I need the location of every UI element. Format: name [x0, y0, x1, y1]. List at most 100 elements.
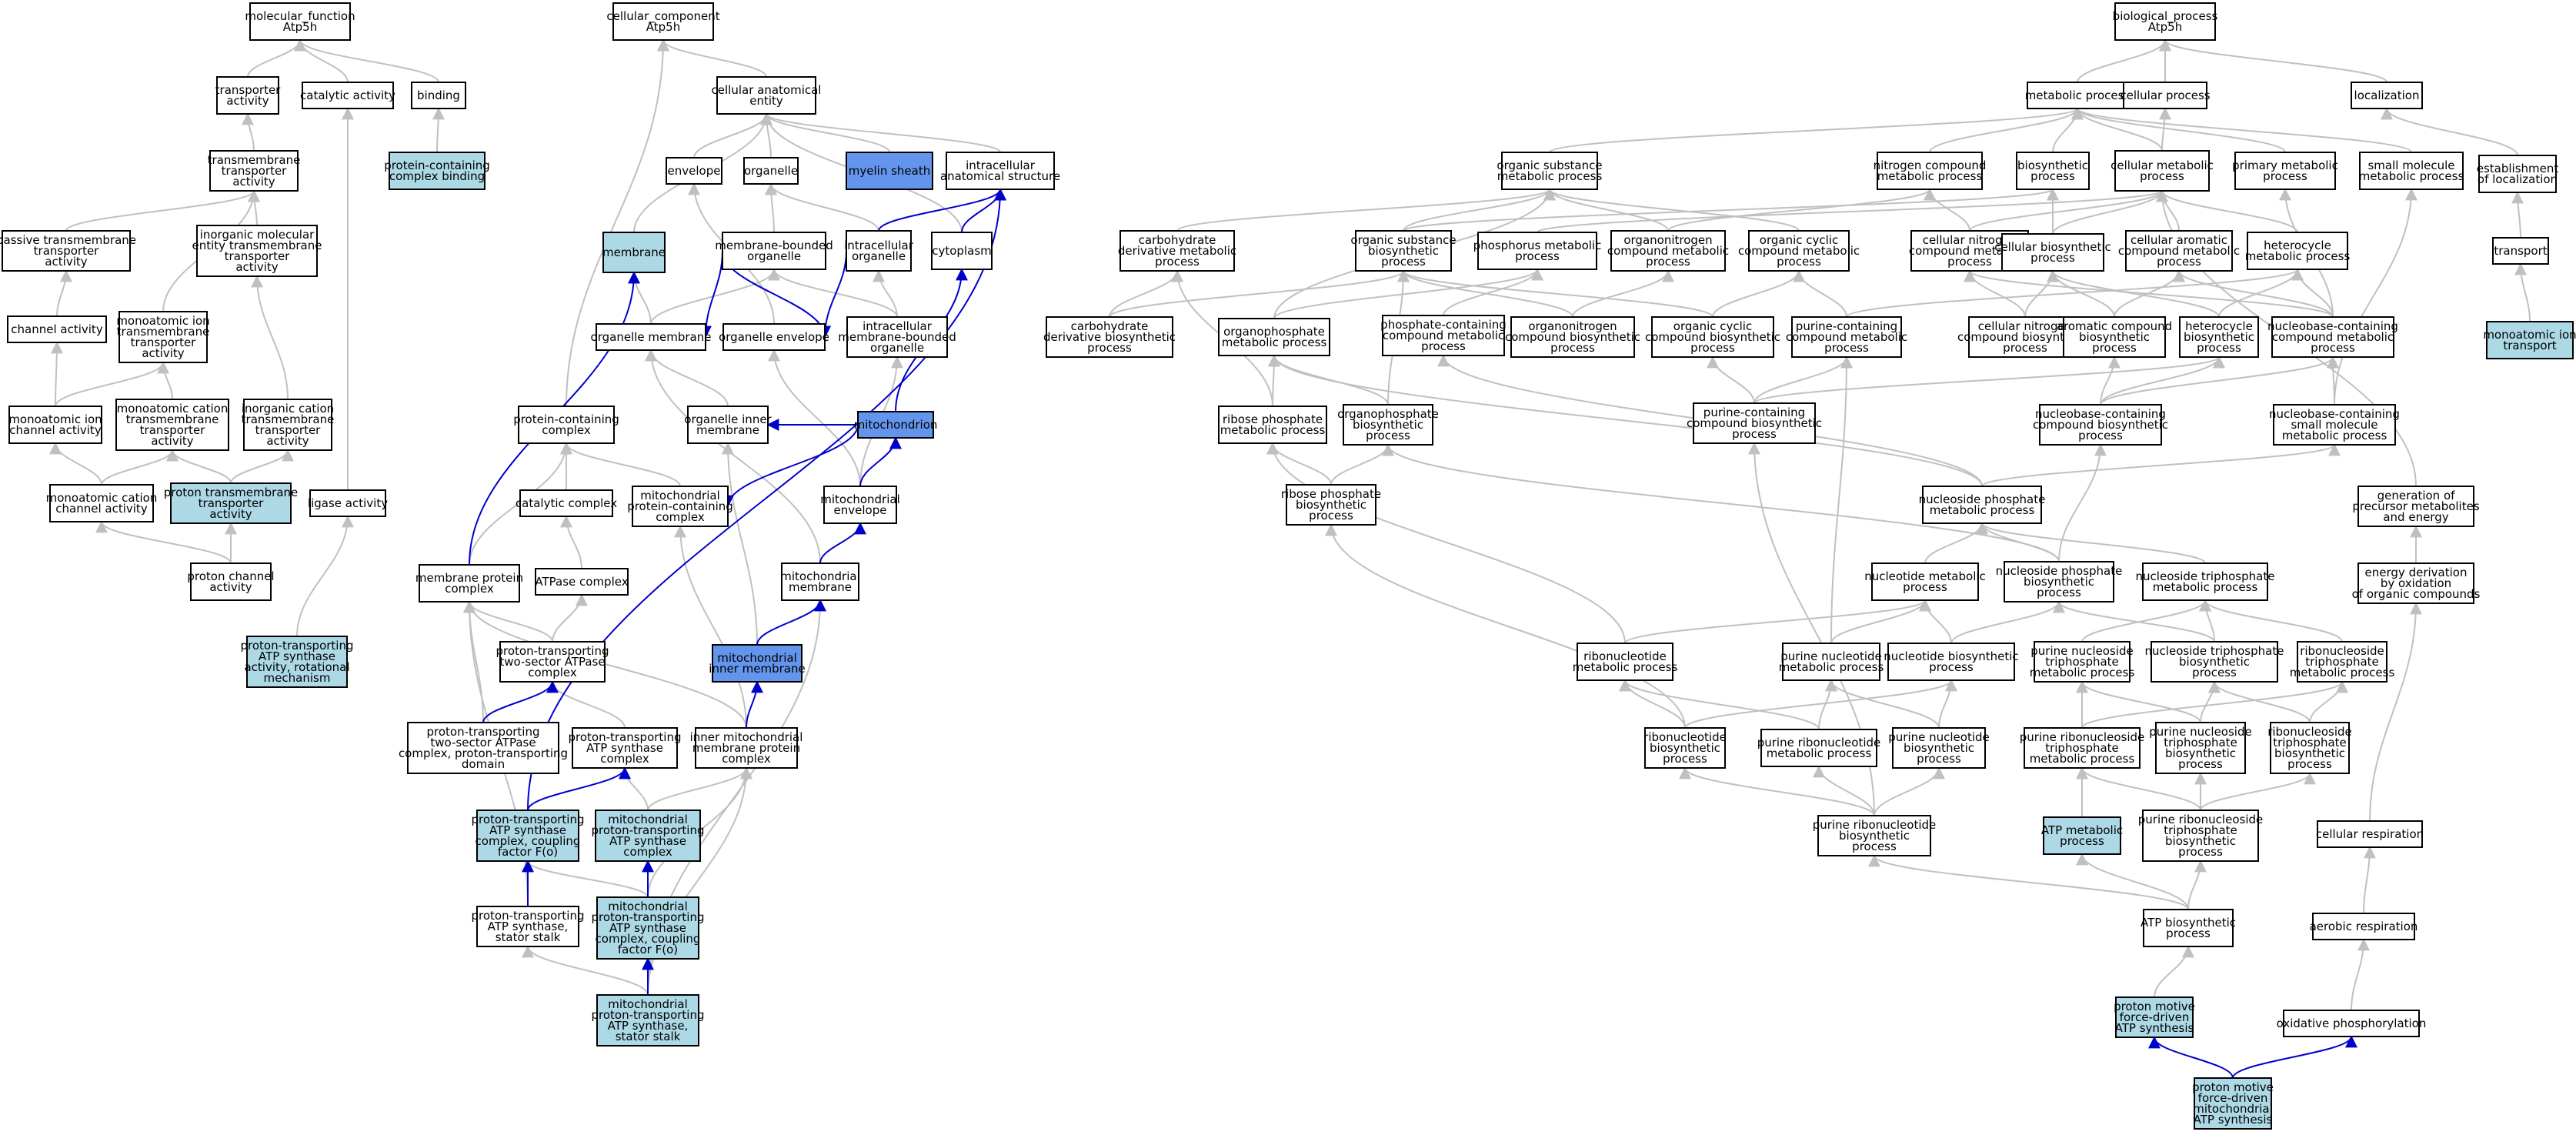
- node-trans[interactable]: transport: [2492, 237, 2549, 265]
- node-aresp[interactable]: aerobic respiration: [2310, 913, 2418, 940]
- node-cyto[interactable]: cytoplasm: [931, 232, 993, 270]
- node-om[interactable]: organelle membrane: [591, 323, 712, 351]
- node-org[interactable]: organelle: [743, 157, 799, 185]
- node-chan[interactable]: channel activity: [7, 315, 107, 343]
- node-cellp[interactable]: cellular process: [2120, 82, 2211, 109]
- node-loc[interactable]: localization: [2351, 82, 2423, 109]
- node-atpc[interactable]: ATPase complex: [535, 568, 629, 596]
- node-catc[interactable]: catalytic complex: [516, 489, 617, 517]
- node-cresp[interactable]: cellular respiration: [2316, 820, 2424, 848]
- node-oxph[interactable]: oxidative phosphorylation: [2277, 1010, 2427, 1037]
- node-myel[interactable]: myelin sheath: [846, 152, 933, 190]
- node-env[interactable]: envelope: [666, 157, 722, 185]
- node-oe[interactable]: organelle envelope: [719, 323, 829, 351]
- node-bind[interactable]: binding: [411, 82, 466, 109]
- node-mito[interactable]: mitochondrion: [854, 411, 938, 439]
